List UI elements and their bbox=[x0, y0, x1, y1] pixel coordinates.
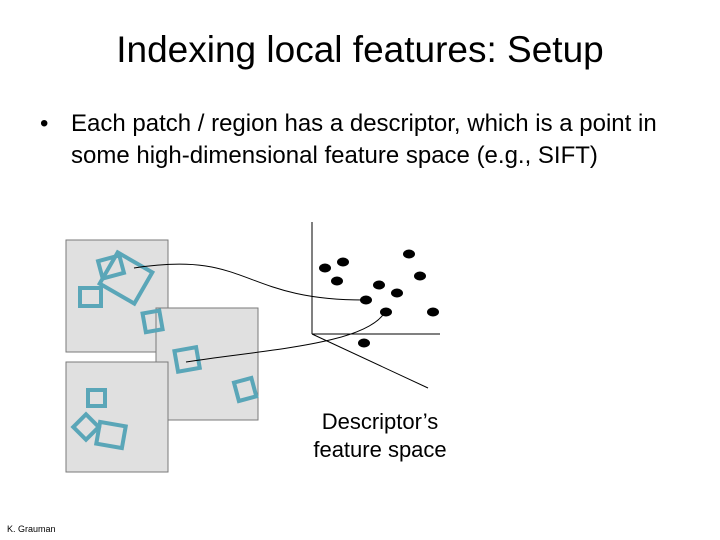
descriptor-point bbox=[358, 338, 370, 348]
descriptor-point bbox=[337, 257, 349, 267]
bullet-text: Each patch / region has a descriptor, wh… bbox=[71, 110, 657, 169]
axis-depth bbox=[311, 333, 429, 389]
descriptor-point bbox=[403, 249, 415, 259]
image-frame bbox=[155, 307, 259, 421]
patch-region bbox=[70, 411, 102, 443]
patch-region bbox=[96, 249, 156, 307]
descriptor-point bbox=[427, 307, 439, 317]
descriptor-point bbox=[331, 276, 343, 286]
patch-region bbox=[231, 375, 259, 404]
descriptor-point bbox=[360, 295, 372, 305]
slide-title: Indexing local features: Setup bbox=[116, 29, 604, 70]
patch-region bbox=[86, 388, 107, 408]
patch-region bbox=[93, 419, 129, 451]
descriptor-point bbox=[319, 263, 331, 273]
descriptor-point bbox=[380, 307, 392, 317]
descriptor-point bbox=[391, 288, 403, 298]
patch-region bbox=[172, 344, 203, 375]
patch-region bbox=[140, 308, 165, 335]
descriptor-point bbox=[373, 280, 385, 290]
patch-region bbox=[78, 286, 103, 308]
bullet-marker: • bbox=[40, 110, 49, 137]
patch-region bbox=[95, 253, 127, 281]
mapping-arrow bbox=[133, 263, 365, 301]
image-frame bbox=[65, 361, 169, 473]
descriptor-point bbox=[414, 271, 426, 281]
feature-space-caption: Descriptor’s feature space bbox=[313, 409, 447, 462]
mapping-arrow bbox=[185, 309, 387, 363]
author-credit: K. Grauman bbox=[7, 524, 56, 534]
